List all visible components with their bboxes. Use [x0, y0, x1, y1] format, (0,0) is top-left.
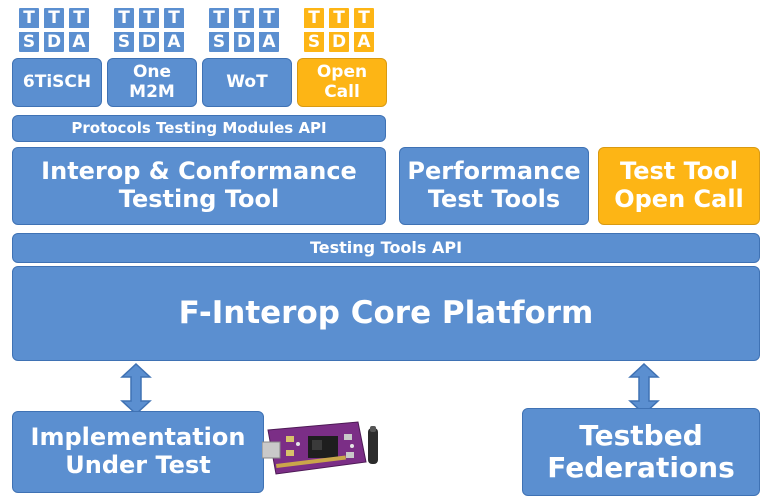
tsda-cell: T: [43, 7, 65, 29]
tsda-cell: T: [138, 7, 160, 29]
test-tool-open-call: Test Tool Open Call: [598, 147, 760, 225]
tsda-cell: T: [353, 7, 375, 29]
tsda-cell: T: [18, 7, 40, 29]
tsda-cell: T: [113, 7, 135, 29]
tsda-cell: S: [113, 31, 135, 53]
testing-tools-api-bar: Testing Tools API: [12, 233, 760, 263]
module-wot: WoT: [202, 58, 292, 107]
tsda-cell: T: [233, 7, 255, 29]
tsda-cell: D: [43, 31, 65, 53]
implementation-under-test: Implementation Under Test: [12, 411, 264, 493]
tsda-cell: D: [233, 31, 255, 53]
interop-conformance-tool: Interop & Conformance Testing Tool: [12, 147, 386, 225]
tsda-cell: T: [68, 7, 90, 29]
tsda-cell: T: [303, 7, 325, 29]
f-interop-core-platform: F-Interop Core Platform: [12, 266, 760, 361]
module-onem2m: One M2M: [107, 58, 197, 107]
tsda-cell: A: [163, 31, 185, 53]
module-open-call: Open Call: [297, 58, 387, 107]
tsda-cell: S: [208, 31, 230, 53]
protocols-api-bar: Protocols Testing Modules API: [12, 115, 386, 142]
tsda-cell: T: [208, 7, 230, 29]
tsda-cell: T: [328, 7, 350, 29]
tsda-cell: S: [303, 31, 325, 53]
module-6tisch: 6TiSCH: [12, 58, 102, 107]
tsda-cell: D: [138, 31, 160, 53]
tsda-cell: A: [258, 31, 280, 53]
tsda-cell: S: [18, 31, 40, 53]
iot-board-image: [262, 421, 378, 475]
tsda-cell: A: [353, 31, 375, 53]
tsda-cell: T: [258, 7, 280, 29]
testbed-federations: Testbed Federations: [522, 408, 760, 496]
tsda-cell: D: [328, 31, 350, 53]
performance-test-tools: Performance Test Tools: [399, 147, 589, 225]
tsda-cell: A: [68, 31, 90, 53]
tsda-cell: T: [163, 7, 185, 29]
double-arrow-icon: [120, 363, 152, 415]
